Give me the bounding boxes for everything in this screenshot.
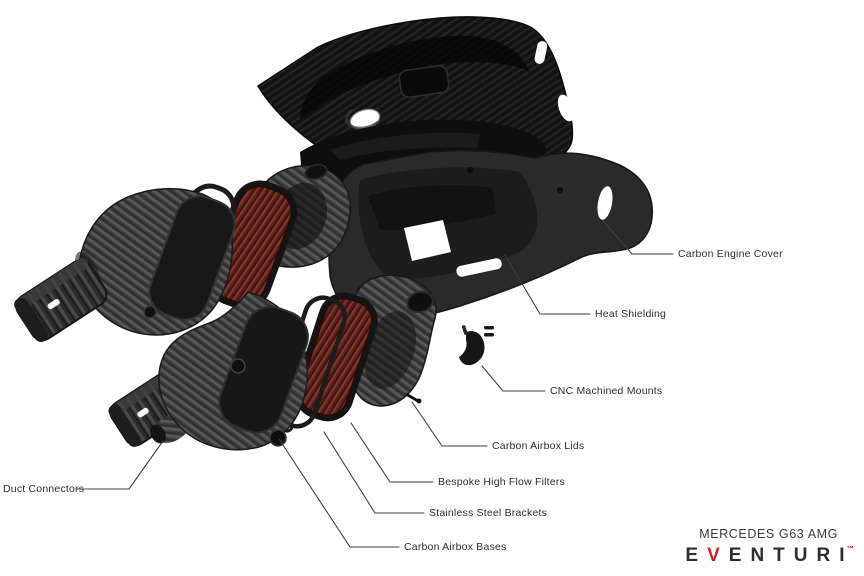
brand-lockup: EVENTURI™: [685, 544, 854, 567]
brand-letter-pre: E: [685, 545, 708, 566]
cnc-machined-mounts-part: [459, 325, 494, 366]
brand-trademark: ™: [846, 544, 855, 553]
callout-label-heat-shielding: Heat Shielding: [595, 308, 667, 320]
model-title: MERCEDES G63 AMG: [699, 527, 838, 541]
brand-letters-post: ENTURI: [728, 545, 854, 566]
callout-label-carbon-engine-cover: Carbon Engine Cover: [678, 248, 783, 260]
carbon-airbox-base-lower-part: [150, 291, 309, 451]
callout-label-carbon-airbox-lids: Carbon Airbox Lids: [492, 440, 585, 452]
leader-lines: [76, 220, 674, 548]
heat-shielding-part: [328, 149, 654, 321]
callout-label-carbon-airbox-bases: Carbon Airbox Bases: [404, 541, 507, 553]
callout-label-cnc-machined-mounts: CNC Machined Mounts: [550, 385, 663, 397]
callout-label-duct-connectors: Duct Connectors: [3, 483, 85, 495]
carbon-airbox-base-upper-part: [75, 187, 236, 336]
callout-label-stainless-steel-brackets: Stainless Steel Brackets: [429, 507, 548, 519]
high-flow-filter-lower-part: [294, 292, 378, 422]
duct-connector-upper-part: [14, 258, 108, 342]
brand-letter-v: V: [707, 545, 729, 566]
callout-label-bespoke-high-flow-filters: Bespoke High Flow Filters: [438, 476, 565, 488]
